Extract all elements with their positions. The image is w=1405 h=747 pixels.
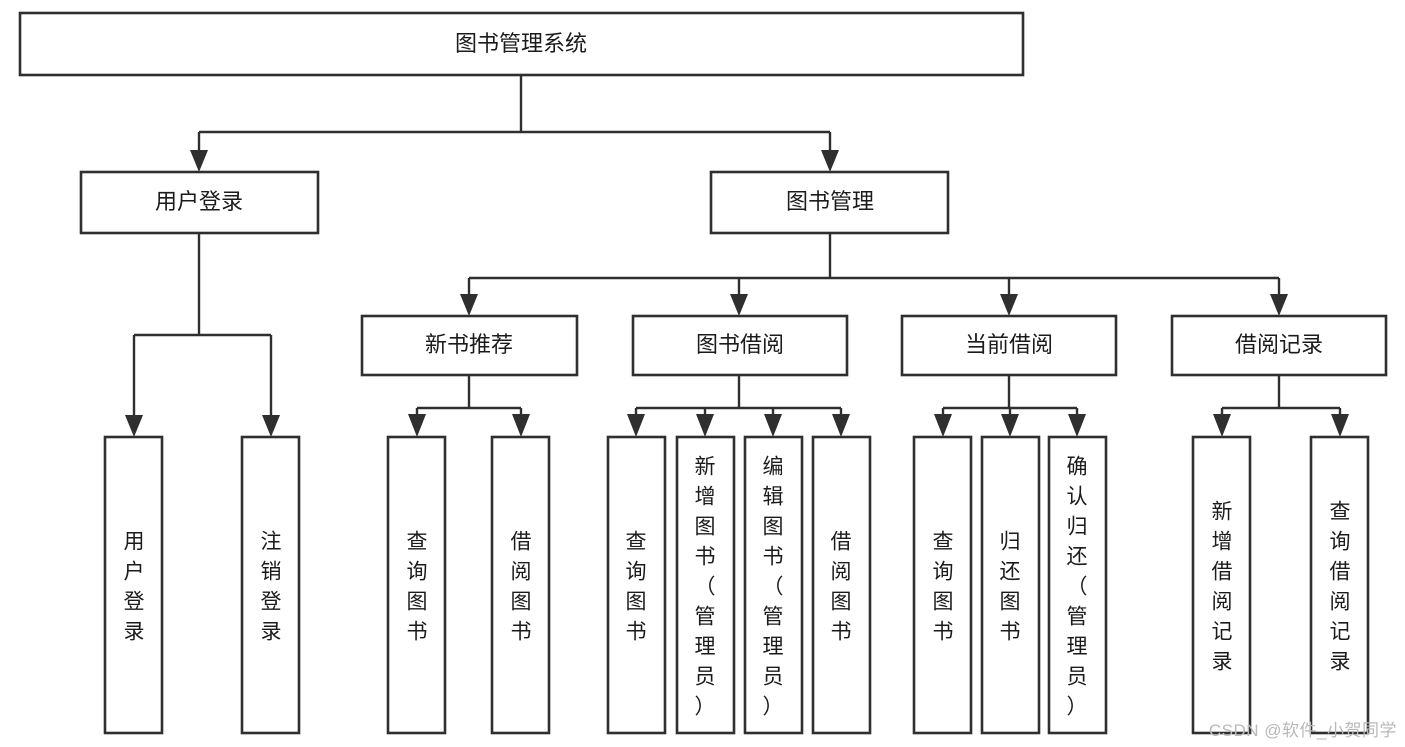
leaf-new-book-recommend-1[interactable]: 借阅图书 [490,435,551,735]
node-user-login[interactable]: 用户登录 [79,170,320,235]
arrow-to-user-login [190,150,208,172]
leaf-user-login-0[interactable]: 用户登录 [103,435,164,735]
leaf-label: 查询图书 [626,530,647,643]
leaf-box[interactable] [675,435,736,735]
leaf-box[interactable] [386,435,447,735]
node-root-book-management-system[interactable]: 图书管理系统 [18,11,1025,77]
leaf-label: 借阅图书 [511,530,532,643]
leaf-label: 确认归还（管理员） [1067,455,1088,718]
leaf-box[interactable] [240,435,301,735]
leaf-label: 查询借阅记录 [1330,500,1351,673]
node-current-borrow[interactable]: 当前借阅 [900,314,1118,377]
user-login-label: 用户登录 [155,189,243,214]
arrow-current-child-0 [934,414,952,437]
leaf-book-borrow-3[interactable]: 借阅图书 [811,435,872,735]
book-borrow-box[interactable] [631,314,849,377]
borrow-record-label: 借阅记录 [1235,332,1323,357]
leaf-label: 借阅图书 [831,530,852,643]
new-book-recommend-box[interactable] [360,314,579,377]
book-management-box[interactable] [709,170,950,235]
leaf-user-login-1[interactable]: 注销登录 [240,435,301,735]
node-book-borrow[interactable]: 图书借阅 [631,314,849,377]
leaf-box[interactable] [606,435,667,735]
current-borrow-box[interactable] [900,314,1118,377]
watermark: CSDN @软件_小贺同学 [1208,721,1397,740]
arrow-bm-child-1 [730,294,748,316]
arrow-to-book-mgmt [821,150,839,172]
node-new-book-recommend[interactable]: 新书推荐 [360,314,579,377]
root-label: 图书管理系统 [455,31,587,56]
leaf-box[interactable] [1047,435,1108,735]
leaf-label: 用户登录 [124,530,145,643]
leaf-label: 查询图书 [933,530,954,643]
current-borrow-label: 当前借阅 [965,332,1053,357]
arrow-nsrec-child-1 [512,414,530,437]
leaf-box[interactable] [980,435,1041,735]
arrow-nsrec-child-0 [408,414,426,437]
arrow-ul-child-0 [125,415,143,437]
leaf-current-borrow-1[interactable]: 归还图书 [980,435,1041,735]
leaf-box[interactable] [103,435,164,735]
leaf-box[interactable] [743,435,804,735]
user-login-box[interactable] [79,170,320,235]
leaf-label: 编辑图书（管理员） [763,455,784,718]
leaf-current-borrow-2[interactable]: 确认归还（管理员） [1047,435,1108,735]
borrow-record-box[interactable] [1170,314,1388,377]
leaf-label: 查询图书 [407,530,428,643]
book-management-label: 图书管理 [786,189,874,214]
node-borrow-record[interactable]: 借阅记录 [1170,314,1388,377]
connector-layer [125,75,1349,437]
leaf-box[interactable] [1309,435,1370,735]
arrow-borrow-child-1 [696,414,714,437]
leaf-box[interactable] [1191,435,1252,735]
arrow-record-child-0 [1213,414,1231,437]
leaf-borrow-record-1[interactable]: 查询借阅记录 [1309,435,1370,735]
arrow-borrow-child-2 [764,414,782,437]
leaf-new-book-recommend-0[interactable]: 查询图书 [386,435,447,735]
leaf-box[interactable] [490,435,551,735]
arrow-bm-child-2 [1000,294,1018,316]
arrow-ul-child-1 [262,415,280,437]
arrow-bm-child-0 [460,294,478,316]
node-book-management[interactable]: 图书管理 [709,170,950,235]
leaf-label: 归还图书 [1000,530,1021,643]
leaf-label: 新增图书（管理员） [695,455,716,718]
leaf-borrow-record-0[interactable]: 新增借阅记录 [1191,435,1252,735]
arrow-record-child-1 [1331,414,1349,437]
leaf-label: 注销登录 [261,530,282,643]
arrow-borrow-child-3 [832,414,850,437]
root-box[interactable] [18,11,1025,77]
leaf-box[interactable] [912,435,973,735]
arrow-bm-child-3 [1270,294,1288,316]
arrow-borrow-child-0 [627,414,645,437]
new-book-recommend-label: 新书推荐 [425,332,513,357]
leaf-book-borrow-2[interactable]: 编辑图书（管理员） [743,435,804,735]
leaf-book-borrow-1[interactable]: 新增图书（管理员） [675,435,736,735]
leaf-box[interactable] [811,435,872,735]
arrow-current-child-2 [1068,414,1086,437]
book-borrow-label: 图书借阅 [696,332,784,357]
leaf-label: 新增借阅记录 [1212,500,1233,673]
arrow-current-child-1 [1001,414,1019,437]
leaf-book-borrow-0[interactable]: 查询图书 [606,435,667,735]
leaf-current-borrow-0[interactable]: 查询图书 [912,435,973,735]
